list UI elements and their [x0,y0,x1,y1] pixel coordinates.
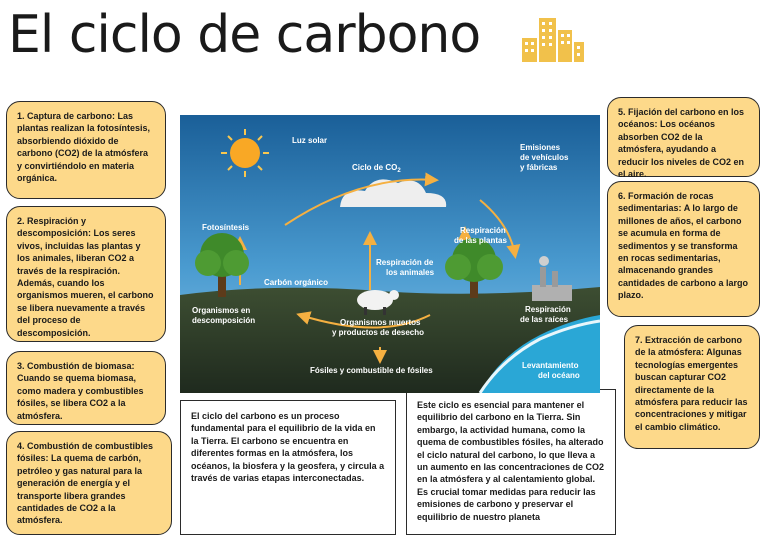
sun-icon [221,129,269,177]
cloud-icon [340,179,447,207]
label-fotosintesis: Fotosíntesis [202,223,250,232]
label-emisiones-2: de vehículos [520,153,569,162]
cycle-arrows [233,172,521,364]
card-combustion-biomasa: 3. Combustión de biomasa: Cuando se quem… [6,351,166,425]
label-org-desc-1: Organismos en [192,306,250,315]
card-respiracion-descomposicion: 2. Respiración y descomposición: Los ser… [6,206,166,342]
label-resp-plantas-2: de las plantas [454,236,507,245]
intro-text-box: El ciclo del carbono es un proceso funda… [180,400,396,535]
label-oceano-1: Levantamiento [522,361,579,370]
carbon-cycle-diagram: Luz solar Ciclo de CO2 Emisiones de vehí… [180,115,600,393]
label-emisiones-1: Emisiones [520,143,561,152]
label-org-muertos-1: Organismos muertos [340,318,421,327]
factory-icon [532,256,572,301]
buildings-icon [522,18,584,62]
label-resp-animales-1: Respiración de [376,258,434,267]
closing-text-box: Este ciclo es esencial para mantener el … [406,389,616,535]
label-carbon-organico: Carbón orgánico [264,278,328,287]
card-extraccion-carbono: 7. Extracción de carbono de la atmósfera… [624,325,760,449]
label-resp-raices-2: de las raíces [520,315,569,324]
label-oceano-2: del océano [538,371,580,380]
label-org-desc-2: descomposición [192,316,255,325]
label-resp-animales-2: los animales [386,268,435,277]
page-title: El ciclo de carbono [8,5,481,65]
label-org-muertos-2: y productos de desecho [332,328,424,337]
label-ciclo: Ciclo de CO2 [352,163,401,174]
label-fosiles: Fósiles y combustible de fósiles [310,366,433,375]
label-emisiones-3: y fábricas [520,163,558,172]
card-captura-carbono: 1. Captura de carbono: Las plantas reali… [6,101,166,199]
label-resp-raices-1: Respiración [525,305,571,314]
right-tree-icon [445,238,503,298]
left-tree-icon [195,233,249,297]
card-rocas-sedimentarias: 6. Formación de rocas sedimentarias: A l… [607,181,760,317]
label-resp-plantas-1: Respiración [460,226,506,235]
card-combustion-fosiles: 4. Combustión de combustibles fósiles: L… [6,431,172,535]
sheep-icon [357,290,399,315]
card-fijacion-oceanos: 5. Fijación del carbono en los océanos: … [607,97,760,179]
label-luz-solar: Luz solar [292,136,327,145]
